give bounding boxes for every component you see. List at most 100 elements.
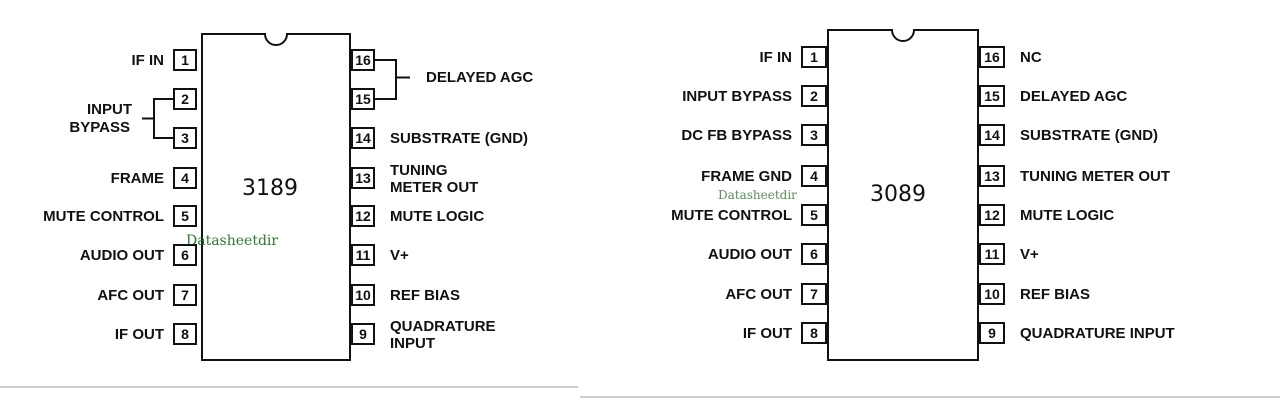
pin-box: [979, 165, 1005, 187]
pin-label: NC: [1020, 49, 1042, 66]
pin-label: MUTE CONTROL: [43, 208, 164, 225]
pin-label: SUBSTRATE (GND): [1020, 127, 1158, 144]
pin-box: [801, 165, 827, 187]
pin-number: 16: [355, 52, 371, 68]
pin-box: [801, 204, 827, 226]
ic-body: [201, 33, 351, 361]
pin-label: AFC OUT: [725, 286, 792, 303]
pin-box: [979, 243, 1005, 265]
pin-box: [351, 205, 375, 227]
pin-box: [979, 124, 1005, 146]
pin-label: INPUT: [390, 335, 435, 352]
pin-number: 15: [984, 88, 1000, 104]
pin-label: MUTE LOGIC: [390, 208, 484, 225]
pin-number: 1: [181, 52, 189, 68]
pin-label: V+: [1020, 246, 1039, 263]
pin-label: IF OUT: [115, 326, 164, 343]
pin-number: 2: [181, 91, 189, 107]
pin-label: REF BIAS: [1020, 286, 1090, 303]
bracket-input-bypass: [142, 98, 174, 139]
pin-number: 11: [356, 247, 371, 263]
pin-number: 15: [355, 91, 371, 107]
bracket-delayed-agc: [374, 59, 410, 100]
pin-box: [801, 124, 827, 146]
pin-box: [173, 284, 197, 306]
pin-number: 1: [810, 49, 818, 65]
pin-label: SUBSTRATE (GND): [390, 130, 528, 147]
pin-label: INPUT BYPASS: [682, 88, 792, 105]
watermark: Datasheetdir: [186, 233, 278, 249]
pin-number: 5: [181, 208, 189, 224]
ic-body: [827, 29, 979, 361]
group-label-input: INPUT: [87, 101, 132, 118]
pin-box: [351, 323, 375, 345]
pin-label: V+: [390, 247, 409, 264]
pin-label: MUTE CONTROL: [671, 207, 792, 224]
pin-number: 9: [359, 326, 367, 342]
pin-box: [173, 323, 197, 345]
pin-box: [351, 167, 375, 189]
pin-label: AUDIO OUT: [708, 246, 792, 263]
pin-number: 2: [810, 88, 818, 104]
pin-box: [173, 49, 197, 71]
pin-box: [801, 283, 827, 305]
pin-number: 4: [181, 170, 189, 186]
pin-box: [801, 46, 827, 68]
pin-number: 9: [988, 325, 996, 341]
pin-label: REF BIAS: [390, 287, 460, 304]
pin-label: TUNING METER OUT: [1020, 168, 1170, 185]
pin-number: 3: [181, 130, 189, 146]
pin-label: DELAYED AGC: [1020, 88, 1127, 105]
pin-box: [351, 127, 375, 149]
pin-number: 13: [355, 170, 371, 186]
pin-number: 4: [810, 168, 818, 184]
pin-label: METER OUT: [390, 179, 478, 196]
pin-number: 7: [810, 286, 818, 302]
pin-label: TUNING: [390, 162, 448, 179]
pin-label: IF IN: [132, 52, 165, 69]
pin-number: 5: [810, 207, 818, 223]
pin-label: AUDIO OUT: [80, 247, 164, 264]
pin-label: AFC OUT: [97, 287, 164, 304]
pin-label: FRAME: [111, 170, 164, 187]
pin-box: [173, 205, 197, 227]
pin-number: 8: [181, 326, 189, 342]
chip-part-number: 3189: [242, 176, 298, 201]
pin-number: 13: [984, 168, 1000, 184]
pin-box: [979, 46, 1005, 68]
pin-label: QUADRATURE INPUT: [1020, 325, 1175, 342]
group-label-delayed-agc: DELAYED AGC: [426, 69, 533, 86]
pin-box: [801, 85, 827, 107]
pin-number: 16: [984, 49, 1000, 65]
pin-box: [979, 85, 1005, 107]
pin-number: 10: [984, 286, 1000, 302]
pin-label: MUTE LOGIC: [1020, 207, 1114, 224]
pin-number: 14: [984, 127, 1000, 143]
pin-box: [801, 243, 827, 265]
chip-part-number: 3089: [870, 182, 926, 207]
pin-box: [351, 284, 375, 306]
watermark: Datasheetdir: [718, 188, 797, 202]
pin-label: IF OUT: [743, 325, 792, 342]
pin-box: [801, 322, 827, 344]
pin-label: QUADRATURE: [390, 318, 496, 335]
pin-box: [979, 283, 1005, 305]
pin-number: 8: [810, 325, 818, 341]
pin-number: 10: [355, 287, 371, 303]
chip-3089: 3089 Datasheetdir 1 IF IN 2 INPUT BYPASS 3 DC F…: [671, 29, 1175, 361]
pin-box: [979, 204, 1005, 226]
pin-label: FRAME GND: [701, 168, 792, 185]
pin-number: 6: [181, 247, 189, 263]
pin-number: 3: [810, 127, 818, 143]
pin-number: 7: [181, 287, 189, 303]
pin-label: IF IN: [760, 49, 793, 66]
pin-box: [351, 244, 375, 266]
pin-box: [979, 322, 1005, 344]
pin-label: DC FB BYPASS: [681, 127, 792, 144]
pin-number: 14: [355, 130, 371, 146]
pin-number: 12: [984, 207, 1000, 223]
pin-number: 12: [355, 208, 371, 224]
pin-number: 6: [810, 246, 818, 262]
